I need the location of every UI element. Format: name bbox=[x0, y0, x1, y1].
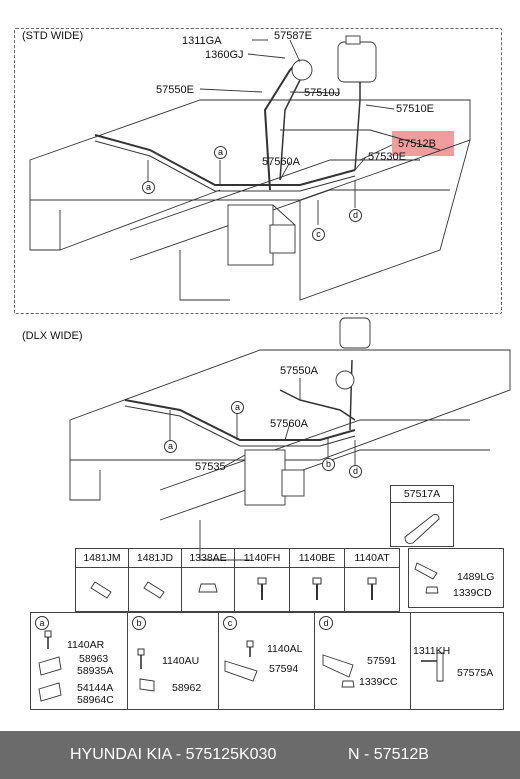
highlight-57512b bbox=[392, 131, 454, 156]
label-57510j: 57510J bbox=[304, 87, 341, 99]
label-57591: 57591 bbox=[367, 655, 397, 667]
label-1140ar: 1140AR bbox=[67, 639, 105, 651]
header-1140at: 1140AT bbox=[344, 548, 400, 568]
label-1140au: 1140AU bbox=[162, 655, 200, 667]
label-1311kh: 1311KH bbox=[413, 645, 451, 657]
footer-bar: HYUNDAI KIA - 575125K030 N - 57512B bbox=[0, 731, 520, 779]
callout-a-dlx-1: a bbox=[164, 440, 177, 453]
label-58963: 58963 bbox=[79, 653, 109, 665]
std-wide-frame bbox=[14, 28, 502, 314]
callout-b-dlx: b bbox=[322, 458, 335, 471]
label-57560a-dlx: 57560A bbox=[270, 418, 308, 430]
label-1140al: 1140AL bbox=[267, 643, 303, 655]
cell-1481jm bbox=[75, 567, 129, 612]
part-box-57517a-label: 57517A bbox=[391, 486, 453, 503]
group-d: d 57591 1339CC bbox=[314, 612, 411, 710]
label-58964c: 58964C bbox=[77, 694, 114, 706]
header-1338ae: 1338AE bbox=[181, 548, 235, 568]
bracket-icon bbox=[38, 630, 62, 702]
clip-icon bbox=[414, 562, 439, 594]
part-box-1489lg: 1489LG 1339CD bbox=[408, 548, 504, 608]
label-57535: 57535 bbox=[195, 461, 226, 473]
footer-reference: N - 57512B bbox=[348, 746, 429, 763]
label-57510e: 57510E bbox=[396, 103, 434, 115]
label-1339cd: 1339CD bbox=[453, 587, 492, 599]
callout-a-std-1: a bbox=[142, 181, 155, 194]
clamp-icon bbox=[322, 654, 355, 688]
label-1339cc: 1339CC bbox=[359, 676, 398, 688]
bracket-icon bbox=[421, 652, 444, 682]
label-58962: 58962 bbox=[172, 682, 202, 694]
cell-1481jd bbox=[128, 567, 182, 612]
part-box-57517a: 57517A bbox=[390, 485, 454, 547]
header-1140fh: 1140FH bbox=[234, 548, 290, 568]
header-1140be: 1140BE bbox=[289, 548, 345, 568]
bolt-icon bbox=[257, 577, 267, 600]
label-57550a: 57550A bbox=[280, 365, 318, 377]
header-1481jm: 1481JM bbox=[75, 548, 129, 568]
clamp-icon bbox=[143, 581, 165, 599]
cell-1140be bbox=[289, 567, 345, 612]
clamp-icon bbox=[90, 581, 112, 599]
callout-d-dlx: d bbox=[349, 465, 362, 478]
assembly-illustration bbox=[29, 35, 511, 561]
label-1311ga: 1311GA bbox=[182, 35, 222, 47]
label-58935a: 58935A bbox=[77, 665, 114, 677]
label-57594: 57594 bbox=[269, 663, 299, 675]
cell-1140fh bbox=[234, 567, 290, 612]
group-a: a 1140AR 58963 58935A 54144A 58964C bbox=[30, 612, 128, 710]
label-57587e: 57587E bbox=[274, 30, 312, 42]
nut-icon bbox=[198, 583, 218, 593]
parts-table: 1481JM 1481JD 1338AE 1140FH 1140BE 1140A… bbox=[75, 548, 400, 612]
group-c-letter: c bbox=[223, 616, 237, 630]
label-57560a-std: 57560A bbox=[262, 156, 300, 168]
label-1360gj: 1360GJ bbox=[205, 49, 244, 61]
group-b: b 1140AU 58962 bbox=[127, 612, 219, 710]
group-d-letter: d bbox=[319, 616, 333, 630]
label-57530e: 57530E bbox=[368, 151, 406, 163]
cell-1338ae bbox=[181, 567, 235, 612]
label-54144a: 54144A bbox=[77, 682, 114, 694]
label-57550e: 57550E bbox=[156, 84, 194, 96]
bracket-icon bbox=[224, 640, 258, 682]
callout-a-dlx-2: a bbox=[231, 401, 244, 414]
sleeve-icon bbox=[404, 514, 440, 544]
label-57512b: 57512B bbox=[398, 138, 436, 150]
footer-brand-part-number: HYUNDAI KIA - 575125K030 bbox=[70, 746, 277, 763]
header-1481jd: 1481JD bbox=[128, 548, 182, 568]
label-1489lg: 1489LG bbox=[457, 571, 495, 583]
bolt-icon bbox=[312, 577, 322, 600]
label-57575a: 57575A bbox=[457, 667, 494, 679]
group-c: c 1140AL 57594 bbox=[218, 612, 315, 710]
cell-1140at bbox=[344, 567, 400, 612]
section-dlx-wide: (DLX WIDE) bbox=[22, 330, 83, 342]
group-b-letter: b bbox=[132, 616, 146, 630]
callout-a-std-2: a bbox=[214, 146, 227, 159]
group-e: 1311KH 57575A bbox=[410, 612, 504, 710]
section-std-wide: (STD WIDE) bbox=[22, 30, 84, 42]
callout-c-std: c bbox=[312, 228, 325, 241]
bolt-icon bbox=[367, 577, 377, 600]
group-a-letter: a bbox=[35, 616, 49, 630]
callout-d-std: d bbox=[349, 209, 362, 222]
clip-icon bbox=[137, 648, 155, 692]
